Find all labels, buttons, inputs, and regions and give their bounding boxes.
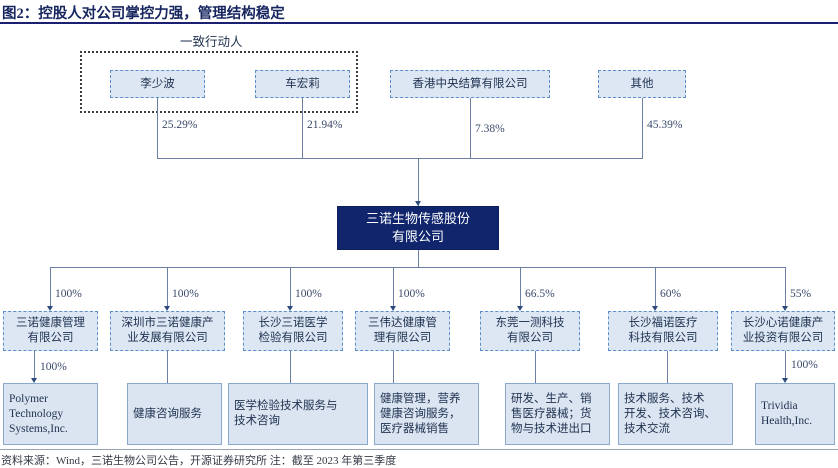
arrow-desc-6 [781, 378, 788, 383]
subsidiary-name-2: 长沙三诺医学 检验有限公司 [258, 317, 328, 344]
subsidiary-name-1: 深圳市三诺健康产 业发展有限公司 [121, 317, 214, 344]
subsidiary-name-6: 长沙心诺健康产 业投资有限公司 [742, 317, 824, 344]
connector-subsidiary-0 [50, 267, 51, 309]
footer-divider [0, 449, 838, 450]
desc-box-3[interactable]: 健康管理，营养 健康咨询服务， 医疗器械销售 [374, 383, 479, 445]
subsidiary-box-2[interactable]: 长沙三诺医学 检验有限公司 [243, 311, 343, 351]
source-note: 资料来源：Wind，三诺生物公司公告，开源证券研究所 注：截至 2023 年第三… [1, 455, 397, 467]
shareholder-name-2: 香港中央结算有限公司 [412, 77, 528, 90]
shareholder-name-1: 车宏莉 [285, 77, 320, 90]
shareholder-pct-2: 7.38% [475, 123, 505, 135]
connector-subsidiary-3 [393, 267, 394, 309]
figure-title-bar: 图2：控股人对公司掌控力强，管理结构稳定 [0, 0, 838, 24]
company-box[interactable]: 三诺生物传感股份 有限公司 [337, 206, 499, 250]
arrow-subsidiary-0 [46, 306, 53, 311]
shareholder-box-3[interactable]: 其他 [598, 70, 686, 98]
connector-subsidiary-4 [520, 267, 521, 309]
arrow-desc-0 [30, 378, 37, 383]
subsidiary-box-6[interactable]: 长沙心诺健康产 业投资有限公司 [731, 311, 835, 351]
subsidiary-pct-4: 66.5% [525, 288, 555, 300]
desc-box-5[interactable]: 技术服务、技术 开发、技术咨询、 技术交流 [618, 383, 733, 445]
desc-box-0[interactable]: Polymer Technology Systems,Inc. [3, 383, 98, 445]
connector-desc-1 [167, 351, 168, 383]
connector-desc-4 [535, 351, 536, 383]
shareholder-box-1[interactable]: 车宏莉 [255, 70, 350, 98]
subsidiary-name-3: 三伟达健康管 理有限公司 [368, 317, 437, 344]
desc-text-3: 健康管理，营养 健康咨询服务， 医疗器械销售 [380, 392, 461, 435]
desc-text-6: Trividia Health,Inc. [761, 400, 813, 427]
connector-shareholder-1 [302, 98, 303, 158]
connector-shareholder-3 [642, 98, 643, 158]
shareholder-box-2[interactable]: 香港中央结算有限公司 [390, 70, 550, 98]
connector-bus-to-company [418, 158, 419, 206]
subsidiary-box-4[interactable]: 东莞一测科技 有限公司 [480, 311, 580, 351]
subsidiary-name-0: 三诺健康管理 有限公司 [16, 317, 85, 344]
arrow-to-company [414, 201, 421, 206]
desc-text-0: Polymer Technology Systems,Inc. [9, 392, 68, 435]
subsidiary-pct-0: 100% [55, 288, 82, 300]
connector-desc-2 [290, 351, 291, 383]
subsidiary-name-5: 长沙福诺医疗 科技有限公司 [628, 317, 698, 344]
subsidiary-name-4: 东莞一测科技 有限公司 [495, 317, 565, 344]
subsidiary-pct-2: 100% [295, 288, 322, 300]
desc-box-4[interactable]: 研发、生产、销 售医疗器械；货 物与技术进出口 [505, 383, 610, 445]
subsidiary-box-5[interactable]: 长沙福诺医疗 科技有限公司 [608, 311, 718, 351]
desc-text-5: 技术服务、技术 开发、技术咨询、 技术交流 [624, 392, 716, 435]
arrow-subsidiary-3 [389, 306, 396, 311]
arrow-subsidiary-2 [286, 306, 293, 311]
connector-subsidiary-2 [290, 267, 291, 309]
desc-box-6[interactable]: Trividia Health,Inc. [755, 383, 835, 445]
shareholder-pct-0: 25.29% [162, 119, 198, 131]
subsidiary-box-3[interactable]: 三伟达健康管 理有限公司 [355, 311, 450, 351]
connector-subsidiary-1 [167, 267, 168, 309]
subsidiary-pct-1: 100% [172, 288, 199, 300]
subsidiary-child-pct-6: 100% [791, 359, 818, 371]
subsidiary-child-pct-0: 100% [40, 361, 67, 373]
page-title: 图2：控股人对公司掌控力强，管理结构稳定 [2, 6, 285, 22]
lower-busbar [50, 267, 785, 268]
concert-party-group [80, 51, 358, 113]
desc-text-4: 研发、生产、销 售医疗器械；货 物与技术进出口 [511, 392, 592, 435]
desc-text-1: 健康咨询服务 [133, 407, 202, 420]
connector-company-to-bus [418, 250, 419, 267]
connector-subsidiary-5 [655, 267, 656, 309]
company-name: 三诺生物传感股份 有限公司 [365, 211, 470, 244]
shareholder-pct-3: 45.39% [647, 119, 683, 131]
subsidiary-pct-6: 55% [790, 288, 812, 300]
subsidiary-box-0[interactable]: 三诺健康管理 有限公司 [3, 311, 98, 351]
connector-desc-3 [393, 351, 394, 383]
connector-shareholder-2 [470, 98, 471, 158]
shareholder-pct-1: 21.94% [307, 119, 343, 131]
subsidiary-pct-3: 100% [398, 288, 425, 300]
connector-subsidiary-6 [785, 267, 786, 309]
shareholder-box-0[interactable]: 李少波 [110, 70, 205, 98]
upper-busbar [157, 158, 643, 159]
arrow-subsidiary-4 [516, 306, 523, 311]
arrow-subsidiary-5 [651, 306, 658, 311]
connector-desc-0 [34, 351, 35, 381]
shareholder-name-0: 李少波 [140, 77, 175, 90]
desc-box-1[interactable]: 健康咨询服务 [127, 383, 222, 445]
arrow-subsidiary-6 [781, 306, 788, 311]
connector-shareholder-0 [157, 98, 158, 158]
title-divider [0, 22, 838, 24]
subsidiary-box-1[interactable]: 深圳市三诺健康产 业发展有限公司 [110, 311, 225, 351]
shareholder-name-3: 其他 [630, 77, 654, 90]
desc-text-2: 医学检验技术服务与 技术咨询 [234, 400, 338, 427]
arrow-subsidiary-1 [163, 306, 170, 311]
concert-party-label: 一致行动人 [180, 35, 243, 49]
subsidiary-pct-5: 60% [660, 288, 682, 300]
connector-desc-5 [667, 351, 668, 383]
desc-box-2[interactable]: 医学检验技术服务与 技术咨询 [228, 383, 368, 445]
connector-desc-6 [785, 351, 786, 381]
